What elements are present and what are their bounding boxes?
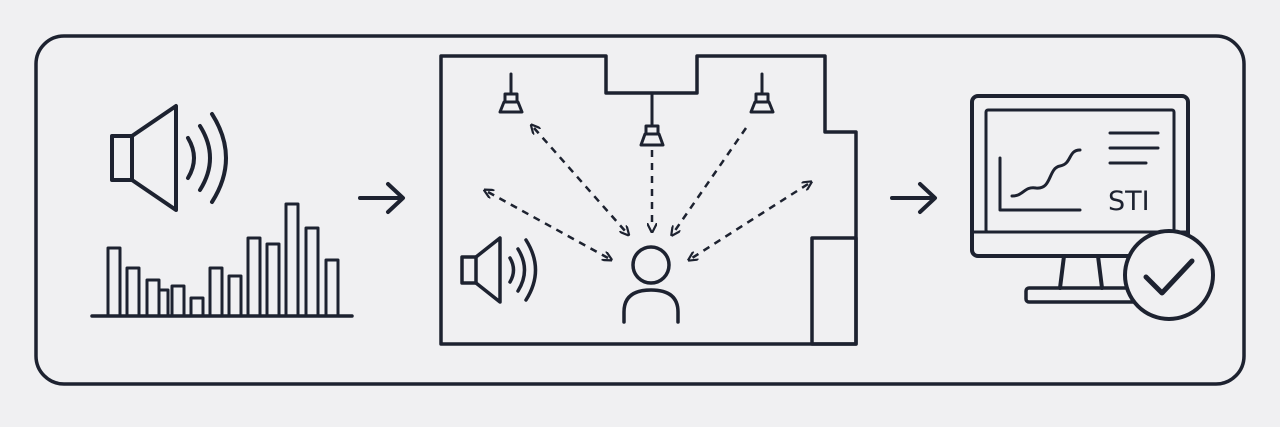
- flow-arrow-icon: [358, 182, 405, 214]
- room-outline: [439, 54, 858, 346]
- diagram-frame: [34, 34, 1246, 386]
- monitor-icon: [970, 94, 1190, 304]
- sound-paths: [488, 128, 808, 258]
- sound-path: [488, 192, 608, 258]
- room-speaker-icon: [460, 236, 538, 304]
- sound-path: [674, 127, 748, 232]
- ceiling-speaker-right-icon: [749, 72, 775, 114]
- ceiling-speaker-center-icon: [639, 91, 665, 147]
- text-lines-icon: [1108, 131, 1160, 165]
- sound-path: [692, 184, 808, 258]
- ceiling-speaker-left-icon: [498, 72, 524, 114]
- source-speaker-icon: [110, 104, 228, 212]
- flow-arrow-icon: [890, 182, 937, 214]
- room-door: [810, 236, 858, 346]
- spectrum-bars-icon: [90, 202, 354, 318]
- curve-chart-icon: [998, 148, 1082, 212]
- sti-label: STI: [1108, 186, 1150, 217]
- check-badge-icon: [1123, 229, 1215, 321]
- listener-icon: [622, 245, 680, 324]
- sound-path: [534, 128, 626, 232]
